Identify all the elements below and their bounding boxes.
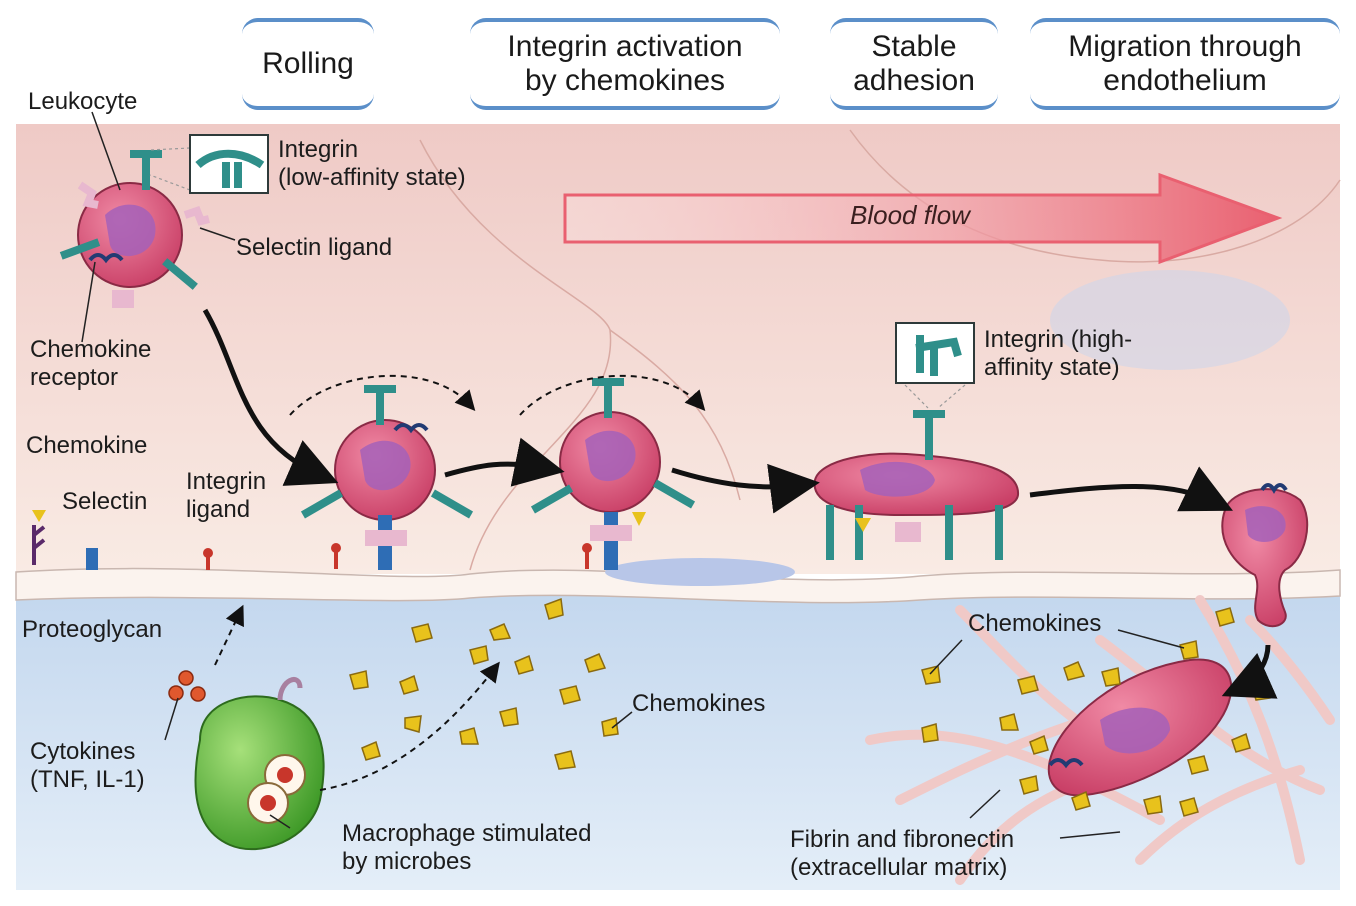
leader-lines [81,111,1185,839]
label-integrin-low: Integrin (low-affinity state) [278,136,466,191]
leukocyte-rolling [300,385,474,570]
label-blood-flow: Blood flow [850,200,970,230]
label-cytokines: Cytokines (TNF, IL-1) [30,738,145,793]
endothelial-nucleus [605,558,795,586]
endothelium [15,567,1341,604]
label-selectin-ligand: Selectin ligand [236,234,393,261]
leukocyte-stable-adhesion [813,410,1020,560]
surface-molecules [32,510,592,570]
label-chemokines-tissue: Chemokines [632,690,766,717]
stage-header-integrin-activation: Integrin activation by chemokines [470,18,780,110]
label-macrophage: Macrophage stimulated by microbes [342,820,592,875]
chemokine-particles [349,597,1271,817]
stage-header-migration: Migration through endothelium [1030,18,1340,110]
progression-arrows [202,308,1278,699]
stage-header-rolling: Rolling [242,18,374,110]
label-integrin-ligand: Integrin ligand [186,468,267,523]
label-proteoglycan: Proteoglycan [22,616,163,643]
label-fibrin-fibronectin: Fibrin and fibronectin (extracellular ma… [790,826,1015,881]
stage-header-stable-adhesion: Stable adhesion [830,18,998,110]
leukocyte-in-tissue [1047,658,1233,797]
blood-flow-arrow [563,172,1283,265]
label-chemokines-matrix: Chemokines [968,610,1102,637]
cytokine-particles [168,670,206,702]
macrophage [194,677,325,851]
leukocyte-activation [530,378,696,570]
integrin-low-inset [189,134,269,194]
integrin-high-inset [895,322,975,384]
label-chemokine-receptor: Chemokine receptor [30,336,152,391]
leukocyte-migrating [1221,483,1309,628]
leukocyte-free [59,150,210,308]
dashed-arrows [214,374,706,791]
label-leukocyte: Leukocyte [28,88,138,115]
label-chemokine: Chemokine [26,432,148,459]
label-integrin-high: Integrin (high- affinity state) [984,326,1133,381]
label-selectin: Selectin [62,488,148,515]
